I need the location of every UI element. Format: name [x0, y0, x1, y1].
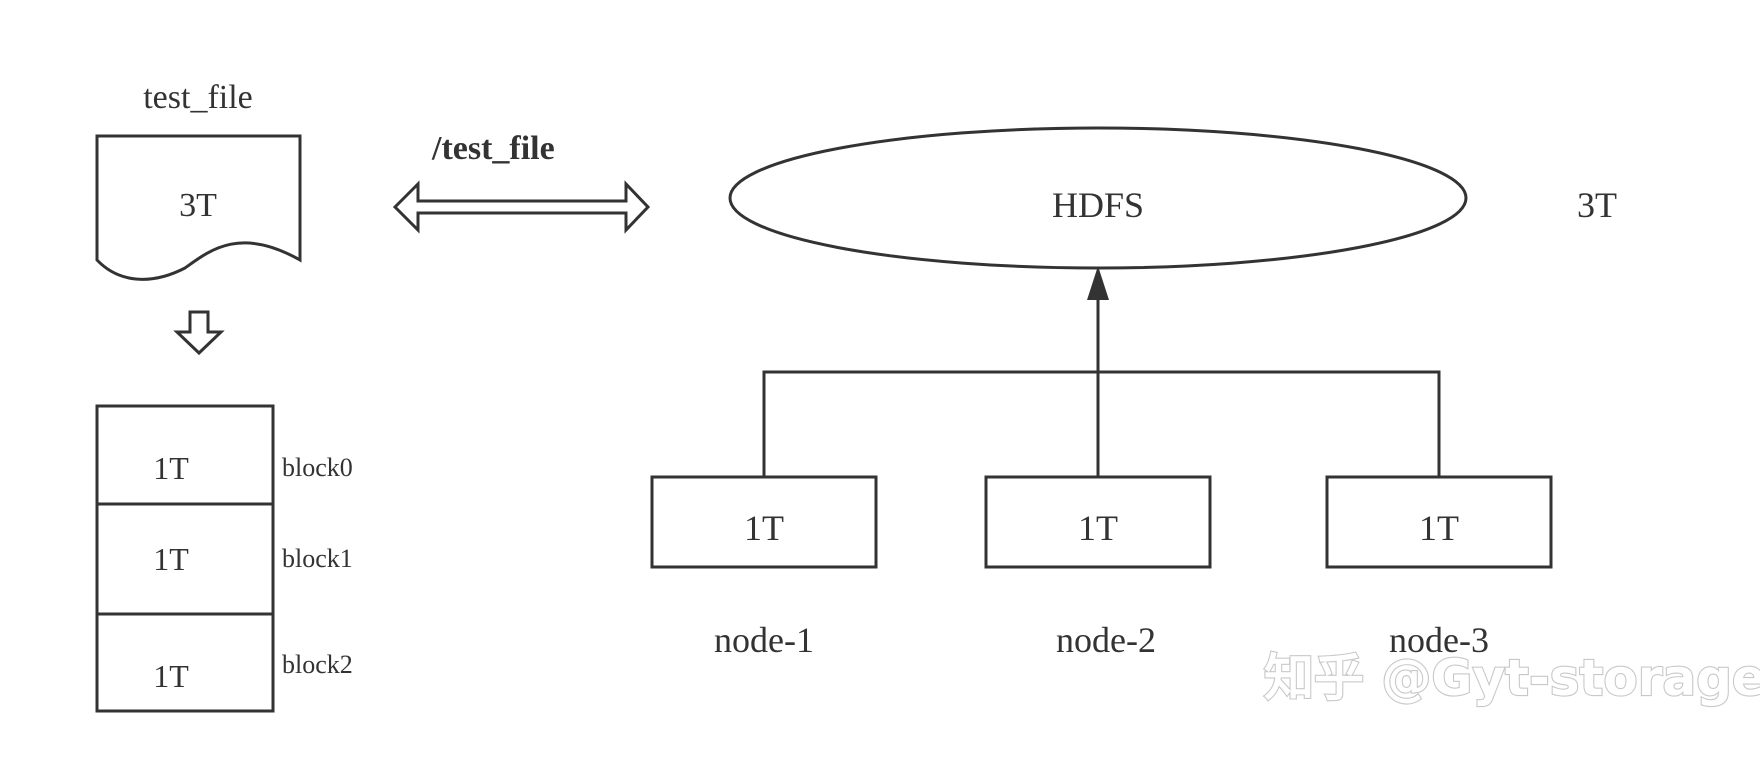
node-box [984, 475, 1212, 569]
file-document: test_file 3T [95, 79, 302, 281]
path-label: /test_file [431, 130, 555, 167]
node-name: node-1 [714, 620, 814, 660]
branch-line [762, 370, 1441, 476]
double-arrow-icon [392, 180, 651, 234]
node-1: 1T node-1 [650, 475, 878, 660]
block-label: block2 [282, 650, 353, 679]
watermark: 知乎 @Gyt-storage [1264, 649, 1760, 707]
node-connector [762, 266, 1441, 476]
down-arrow-icon [173, 310, 225, 356]
block-stack: 1T block0 1T block1 1T block2 [95, 404, 353, 713]
block-size: 1T [153, 658, 189, 694]
node-name: node-3 [1389, 620, 1489, 660]
hdfs-capacity-label: 3T [1577, 185, 1617, 225]
node-box [650, 475, 878, 569]
node-2: 1T node-2 [984, 475, 1212, 660]
document-shape [95, 134, 302, 281]
block-size: 1T [153, 450, 189, 486]
block-label: block1 [282, 544, 353, 573]
file-size-label: 3T [179, 187, 217, 224]
hdfs-label: HDFS [1052, 185, 1144, 225]
file-name-label: test_file [143, 79, 253, 116]
block-stack-frame [95, 404, 275, 713]
block-size: 1T [153, 541, 189, 577]
block-label: block0 [282, 453, 353, 482]
arrowhead-icon [1087, 266, 1109, 300]
hdfs-cluster: HDFS 3T [728, 126, 1617, 270]
node-3: 1T node-3 [1325, 475, 1553, 660]
node-size: 1T [744, 508, 784, 548]
node-name: node-2 [1056, 620, 1156, 660]
node-size: 1T [1419, 508, 1459, 548]
node-box [1325, 475, 1553, 569]
node-size: 1T [1078, 508, 1118, 548]
